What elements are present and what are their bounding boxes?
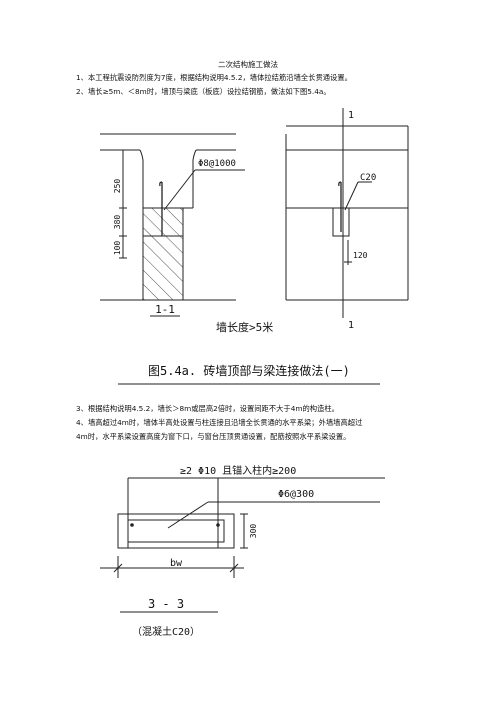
paragraph-2: 2、墙长≥5m、＜8m时，墙顶与梁底（板底）设拉结钢筋，做法如下图5.4a。 (76, 87, 331, 96)
rebar-hook (159, 181, 163, 236)
section-3-3-label: 3 - 3 (148, 597, 184, 611)
rebar-dots (130, 523, 220, 527)
section-1-1-drawing (100, 133, 245, 317)
paragraph-3: 3、根据结构说明4.5.2，墙长＞8m或层高2倍时，设置间距不大于4m的构造柱。 (76, 404, 339, 413)
dim-250: 250 (113, 179, 122, 194)
elevation-drawing (285, 108, 409, 318)
top-rebar-label: ≥2 Φ10 且锚入柱内≥200 (180, 464, 296, 477)
concrete-grade-label: （混凝土C20） (132, 625, 200, 638)
rebar-spacing-label: Φ8@1000 (198, 159, 236, 169)
figure-caption: 图5.4a. 砖墙顶部与梁连接做法(一) (148, 363, 350, 378)
concrete-grade-label: C20 (360, 173, 376, 183)
wall-length-label: 墙长度>5米 (216, 320, 273, 334)
paragraph-4-line-1: 4、墙高超过4m时，墙体半高处设置与柱连接且沿墙全长贯通的水平系梁；外墙墙高超过 (76, 418, 363, 427)
section-mark-top: 1 (348, 110, 354, 121)
dim-120: 120 (353, 251, 368, 260)
stirrup-label: Φ6@300 (278, 489, 314, 500)
width-label: bw (170, 558, 183, 569)
section-1-1-label: 1-1 (155, 303, 175, 316)
dim-100: 100 (113, 241, 122, 256)
paragraph-4-line-2: 4m时，水平系梁设置高度为窗下口，与窗台压顶贯通设置，配筋按照水平系梁设置。 (76, 432, 351, 441)
paragraph-1: 1、本工程抗震设防烈度为7度，根据结构说明4.5.2，墙体拉结筋沿墙全长贯通设置… (76, 73, 352, 82)
section-3-3-drawing (100, 477, 385, 613)
height-dim-label: 300 (249, 524, 258, 539)
document-title: 二次结构施工做法 (218, 60, 278, 69)
dim-380: 380 (113, 215, 122, 230)
section-mark-bottom: 1 (348, 320, 354, 331)
